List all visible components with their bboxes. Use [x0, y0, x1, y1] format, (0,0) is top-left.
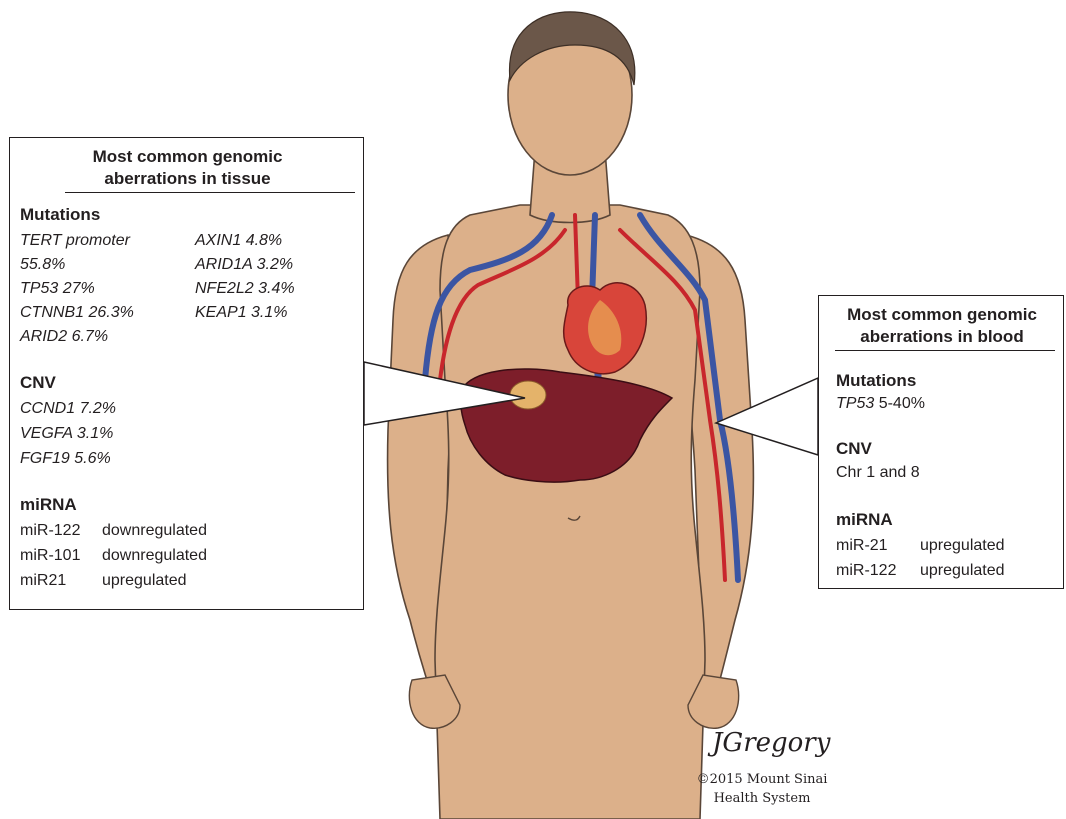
tissue-mirna-name: miR-101: [20, 545, 80, 566]
credit-line-1: ©2015 Mount Sinai: [682, 770, 842, 789]
tissue-mutation-item: ARID1A 3.2%: [195, 254, 293, 275]
tissue-title-line-1: Most common genomic: [10, 146, 365, 168]
tissue-title-rule: [65, 192, 355, 193]
tissue-mirna-name: miR21: [20, 570, 66, 591]
blood-mirna-status: upregulated: [920, 560, 1005, 581]
tissue-mutation-item: AXIN1 4.8%: [195, 230, 282, 251]
tissue-mirna-name: miR-122: [20, 520, 80, 541]
tissue-mutation-item: NFE2L2 3.4%: [195, 278, 295, 299]
tissue-cnv-item: VEGFA 3.1%: [20, 423, 113, 444]
tissue-aberrations-panel: Most common genomic aberrations in tissu…: [9, 137, 364, 610]
tissue-mutation-item: 55.8%: [20, 254, 65, 275]
blood-mirna-heading: miRNA: [836, 509, 893, 530]
tissue-cnv-item: CCND1 7.2%: [20, 398, 116, 419]
tissue-cnv-heading: CNV: [20, 372, 56, 393]
blood-mutation-value: 5-40%: [874, 395, 925, 412]
copyright-credit: ©2015 Mount Sinai Health System: [682, 770, 842, 808]
credit-line-2: Health System: [682, 789, 842, 808]
tissue-mirna-status: downregulated: [102, 545, 207, 566]
blood-aberrations-panel: Most common genomic aberrations in blood…: [818, 295, 1064, 589]
tissue-mutation-item: CTNNB1 26.3%: [20, 302, 134, 323]
tissue-mutation-item: KEAP1 3.1%: [195, 302, 288, 323]
blood-mirna-status: upregulated: [920, 535, 1005, 556]
blood-mirna-name: miR-122: [836, 560, 896, 581]
liver-tumor: [510, 381, 546, 409]
blood-panel-title: Most common genomic aberrations in blood: [819, 304, 1065, 348]
tissue-mirna-heading: miRNA: [20, 494, 77, 515]
blood-mutations-heading: Mutations: [836, 370, 916, 391]
blood-cnv-item: Chr 1 and 8: [836, 462, 920, 483]
tissue-mutation-item: ARID2 6.7%: [20, 326, 108, 347]
artist-signature: JGregory: [712, 728, 830, 758]
blood-cnv-heading: CNV: [836, 438, 872, 459]
tissue-mutation-item: TERT promoter: [20, 230, 130, 251]
tissue-title-line-2: aberrations in tissue: [10, 168, 365, 190]
tissue-mutations-heading: Mutations: [20, 204, 100, 225]
blood-title-line-1: Most common genomic: [819, 304, 1065, 326]
blood-mutation-item: TP53 5-40%: [836, 393, 925, 414]
tissue-panel-title: Most common genomic aberrations in tissu…: [10, 146, 365, 190]
tissue-mirna-status: downregulated: [102, 520, 207, 541]
tissue-mirna-status: upregulated: [102, 570, 187, 591]
blood-mutation-gene: TP53: [836, 395, 874, 412]
blood-title-rule: [835, 350, 1055, 351]
blood-title-line-2: aberrations in blood: [819, 326, 1065, 348]
tissue-cnv-item: FGF19 5.6%: [20, 448, 111, 469]
tissue-mutation-item: TP53 27%: [20, 278, 95, 299]
blood-mirna-name: miR-21: [836, 535, 888, 556]
